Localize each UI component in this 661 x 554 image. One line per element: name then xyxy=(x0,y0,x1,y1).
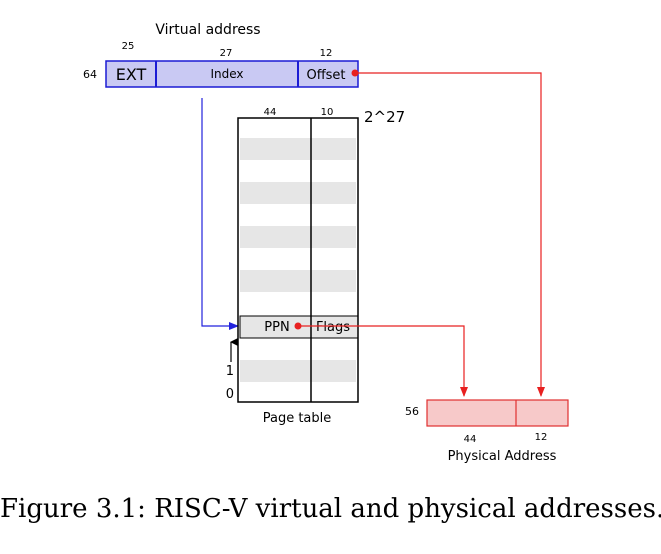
index-to-page-table-arrow xyxy=(201,98,239,330)
page-table-label: Page table xyxy=(263,411,332,426)
flags-bits-label: 10 xyxy=(321,107,334,118)
virtual-address-title: Virtual address xyxy=(155,22,260,38)
ext-field: EXT xyxy=(116,65,147,84)
page-table-entries-label: 2^27 xyxy=(364,108,405,126)
virtual-address-width: 64 xyxy=(83,68,97,81)
address-translation-diagram: Virtual address 25 27 12 64 EXT Index Of… xyxy=(83,22,569,464)
page-table: PPN Flags xyxy=(237,117,359,403)
row-label-0: 0 xyxy=(226,387,234,402)
virtual-address-box xyxy=(105,60,359,88)
virtual-address-register: EXT Index Offset xyxy=(105,60,359,88)
offset-field: Offset xyxy=(306,68,345,83)
page-table-stripe xyxy=(240,138,356,160)
index-bits-label: 27 xyxy=(220,48,233,59)
ppn-to-physical-arrow xyxy=(298,325,468,397)
physical-ppn-bits-label: 44 xyxy=(464,434,477,445)
ppn-bits-label: 44 xyxy=(264,107,277,118)
offset-to-physical-arrow xyxy=(355,72,545,397)
physical-offset-bits-label: 12 xyxy=(535,432,548,443)
page-table-stripe xyxy=(240,182,356,204)
physical-address-label: Physical Address xyxy=(448,449,557,464)
figure-caption: Figure 3.1: RISC-V virtual and physical … xyxy=(0,494,661,524)
row-label-1: 1 xyxy=(226,364,234,379)
page-table-stripe xyxy=(240,360,356,382)
index-field: Index xyxy=(210,67,243,81)
ext-bits-label: 25 xyxy=(122,41,135,52)
offset-bits-label: 12 xyxy=(320,48,333,59)
ppn-label: PPN xyxy=(264,320,289,335)
physical-address-width: 56 xyxy=(405,405,419,418)
page-table-outline xyxy=(237,117,359,403)
flags-label: Flags xyxy=(316,320,350,335)
page-table-stripe xyxy=(240,226,356,248)
physical-address-box xyxy=(426,399,569,427)
physical-address-register xyxy=(426,399,569,427)
page-table-stripe xyxy=(240,270,356,292)
